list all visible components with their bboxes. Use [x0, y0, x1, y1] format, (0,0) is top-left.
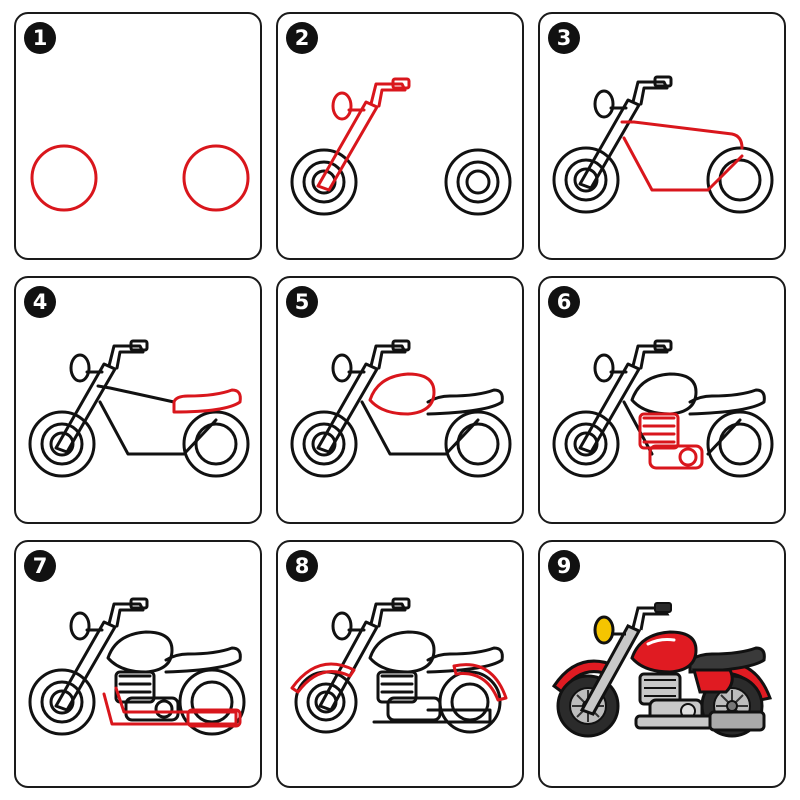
step-panel-8: 8	[276, 540, 524, 788]
step-8-drawing	[290, 597, 508, 734]
step-number-8: 8	[286, 550, 318, 582]
rear-wheel	[444, 410, 512, 478]
front-fork	[54, 339, 149, 454]
front-fender	[290, 662, 356, 694]
front-fork	[579, 602, 672, 716]
rear-wheel	[182, 410, 250, 478]
step-number-4: 4	[24, 286, 56, 318]
side-cover	[692, 668, 734, 694]
headlight	[593, 615, 626, 645]
front-fork	[578, 339, 673, 454]
front-fork	[318, 597, 411, 712]
step-panel-7: 7	[14, 540, 262, 788]
exhaust-pipe	[634, 710, 766, 732]
fuel-tank	[630, 630, 698, 674]
seat	[426, 646, 504, 674]
step-number-9: 9	[548, 550, 580, 582]
step-number-7: 7	[24, 550, 56, 582]
front-wheel-circle	[30, 144, 98, 212]
front-fork	[316, 77, 411, 192]
frame-line	[620, 120, 744, 192]
step-panel-2: 2	[276, 12, 524, 260]
engine	[638, 412, 704, 470]
step-number-1: 1	[24, 22, 56, 54]
step-panel-5: 5	[276, 276, 524, 524]
seat	[164, 646, 242, 674]
step-number-6: 6	[548, 286, 580, 318]
step-2-drawing	[290, 77, 512, 216]
step-number-2: 2	[286, 22, 318, 54]
step-panel-9: 9	[538, 540, 786, 788]
seat	[688, 388, 766, 416]
step-panel-3: 3	[538, 12, 786, 260]
step-1-drawing	[30, 144, 250, 212]
rear-wheel	[444, 148, 512, 216]
front-fork	[316, 339, 411, 454]
fuel-tank	[368, 630, 436, 674]
seat	[426, 388, 504, 416]
step-number-3: 3	[548, 22, 580, 54]
step-3-drawing	[552, 75, 774, 214]
frame-line	[96, 384, 218, 456]
exhaust-pipe	[102, 686, 242, 728]
front-fork	[54, 597, 149, 712]
seat	[688, 646, 766, 674]
front-fork	[578, 75, 673, 190]
rear-wheel	[706, 410, 774, 478]
step-9-drawing	[551, 602, 773, 738]
rear-fender	[452, 663, 508, 702]
step-7-drawing	[28, 597, 246, 736]
fuel-tank	[368, 372, 436, 416]
step-6-drawing	[552, 339, 774, 478]
exhaust-pipe	[372, 708, 492, 724]
fuel-tank	[106, 630, 174, 674]
rear-wheel	[178, 668, 246, 736]
frame-line	[622, 400, 742, 456]
step-4-drawing	[28, 339, 250, 478]
frame-line	[360, 400, 480, 456]
rear-wheel-circle	[182, 144, 250, 212]
engine	[376, 670, 442, 722]
fuel-tank	[630, 372, 698, 416]
step-panel-1: 1	[14, 12, 262, 260]
step-panel-4: 4	[14, 276, 262, 524]
step-5-drawing	[290, 339, 512, 478]
step-panel-6: 6	[538, 276, 786, 524]
step-number-5: 5	[286, 286, 318, 318]
seat	[172, 388, 242, 414]
